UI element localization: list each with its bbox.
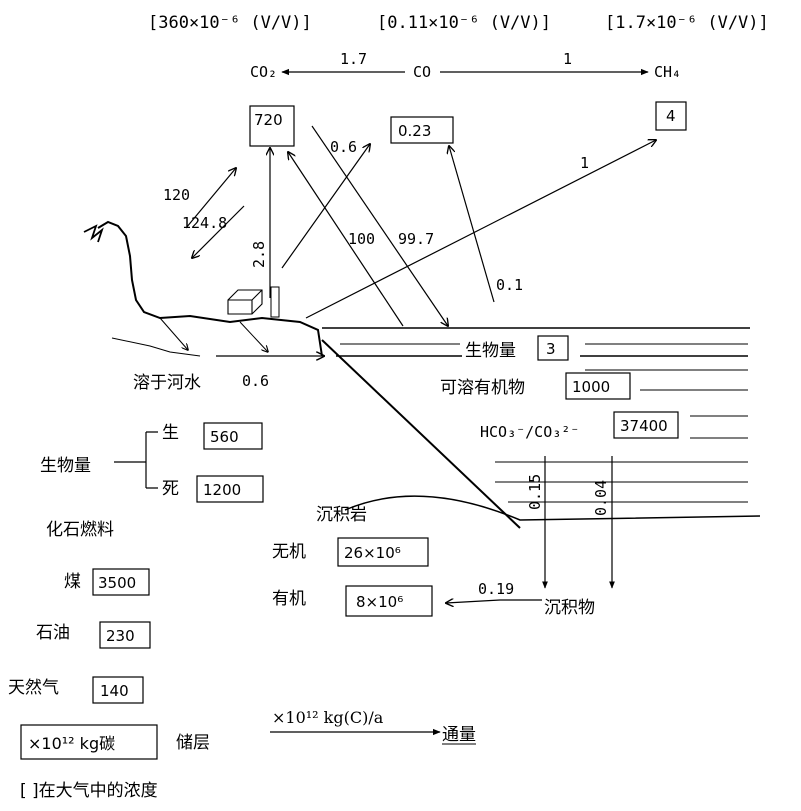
factory-icon [228,290,262,314]
land-release-flux: 124.8 [182,214,227,232]
ocean-biomass-value: 3 [546,340,556,358]
inorganic-label: 无机 [272,542,306,562]
to-ch4-arrow [306,140,656,318]
dissolved-organic-label: 可溶有机物 [440,378,525,398]
atm-ch4-value: 4 [666,107,676,125]
ocean-to-co-arrow [449,146,494,302]
atm-co-value: 0.23 [398,122,431,140]
to-sedimentary-arrow [446,600,542,603]
concentration-legend: [ ]在大气中的浓度 [20,781,158,801]
to-sedimentary-flux: 0.19 [478,580,514,598]
oil-value: 230 [106,627,135,645]
carbonate-value: 37400 [620,417,668,435]
living-value: 560 [210,428,239,446]
ch4-concentration: [1.7×10⁻⁶ (V/V)] [605,13,769,33]
runoff-arrow-1 [160,318,188,350]
ocean-to-co-flux: 0.1 [496,276,523,294]
sediment-flux-b: 0.04 [592,480,610,516]
co-concentration: [0.11×10⁻⁶ (V/V)] [377,13,551,33]
biomass-bracket [114,432,158,488]
ocean-co2-up-flux: 100 [348,230,375,248]
river-flux: 0.6 [242,372,269,390]
sedimentary-rock-label: 沉积岩 [316,505,367,525]
coal-value: 3500 [98,574,136,592]
co2-concentration: [360×10⁻⁶ (V/V)] [148,13,312,33]
vegetation-icon [84,226,102,242]
living-label: 生 [162,423,179,443]
dead-value: 1200 [203,481,241,499]
dead-label: 死 [162,479,179,499]
coal-label: 煤 [64,572,81,592]
land-uptake-flux: 120 [163,186,190,204]
ocean-co2-down-arrow [312,126,448,326]
land-to-co-flux: 0.6 [330,138,357,156]
ocean-biomass-label: 生物量 [465,341,516,361]
coastline [98,222,322,356]
dissolved-organic-value: 1000 [572,378,610,396]
sediment-flux-a: 0.15 [526,474,544,510]
sediment-label: 沉积物 [544,598,595,618]
oil-label: 石油 [36,623,70,643]
land-biomass-label: 生物量 [40,456,91,476]
carbonate-label: HCO₃⁻/CO₃²⁻ [480,423,579,441]
fossil-emission-flux: 2.8 [250,241,268,268]
runoff-arrow-2 [240,322,268,352]
natural-gas-value: 140 [100,682,129,700]
flux-legend-unit: ×10¹² kg(C)/a [272,708,384,727]
flux-legend-label: 通量 [442,725,476,745]
river-bank [112,338,200,356]
co-to-ch4-flux: 1 [563,50,572,68]
chimney-icon [271,287,279,317]
storage-legend-unit: ×10¹² kg碳 [28,734,115,753]
atm-co2-value: 720 [254,111,283,129]
natural-gas-label: 天然气 [8,678,59,698]
co2-species-label: CO₂ [250,63,277,81]
ch4-species-label: CH₄ [654,63,681,81]
storage-legend-label: 储层 [176,733,210,753]
to-ch4-flux: 1 [580,154,589,172]
co-to-co2-flux: 1.7 [340,50,367,68]
ocean-co2-down-flux: 99.7 [398,230,434,248]
co-species-label: CO [413,63,431,81]
inorganic-value: 26×10⁶ [344,544,401,562]
fossil-fuel-label: 化石燃料 [46,520,114,540]
organic-label: 有机 [272,589,306,609]
organic-value: 8×10⁶ [356,593,403,611]
river-label: 溶于河水 [133,373,201,393]
